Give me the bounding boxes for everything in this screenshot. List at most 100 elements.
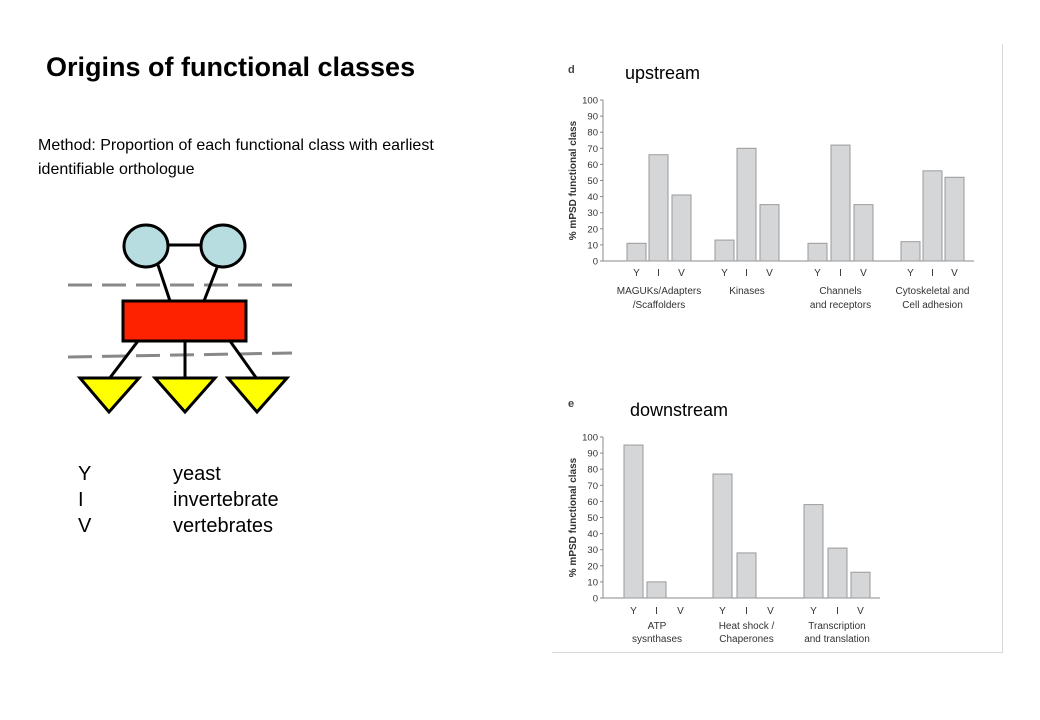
effector-triangle-3 [224, 376, 291, 415]
x-category-label: V [857, 606, 864, 617]
bar [827, 547, 848, 599]
bar [803, 504, 824, 599]
y-tick-label: 30 [587, 208, 598, 219]
group-label: Heat shock / [719, 621, 775, 632]
bar [850, 571, 871, 599]
legend-label: yeast [173, 463, 221, 485]
group-label: and translation [804, 634, 870, 645]
x-category-label: Y [633, 268, 640, 279]
bar [900, 241, 921, 262]
bar [714, 239, 735, 262]
method-text: Method: Proportion of each functional cl… [38, 137, 434, 178]
downstream-label: downstream [630, 400, 729, 420]
y-tick-label: 70 [587, 144, 598, 155]
bar [712, 473, 733, 599]
legend-code: V [78, 515, 92, 537]
bar [736, 552, 757, 599]
bar [807, 242, 828, 262]
y-tick-label: 60 [587, 497, 598, 508]
group-label: MAGUKs/Adapters [617, 286, 701, 297]
y-axis-title: % mPSD functional class [568, 120, 579, 240]
group-label: /Scaffolders [633, 300, 686, 311]
legend-row: I invertebrate [78, 487, 279, 513]
group-label: Chaperones [719, 634, 773, 645]
bar [830, 144, 851, 262]
y-tick-label: 10 [587, 577, 598, 588]
y-tick-label: 20 [587, 224, 598, 235]
panel-letter-e: e [568, 398, 575, 410]
y-tick-label: 90 [587, 112, 598, 123]
link-down-1 [107, 340, 140, 380]
upstream-bar-chart: % mPSD functional class 0 10 20 30 40 50 60 70 80… [568, 96, 974, 311]
x-category-label: V [951, 268, 958, 279]
bar [626, 242, 647, 262]
group-label: Transcription [808, 621, 865, 632]
legend-code: I [78, 489, 84, 511]
downstream-bar-chart: % mPSD functional class01020304050607080… [568, 433, 880, 645]
y-tick-label: 100 [582, 433, 598, 444]
species-legend: Y yeast I invertebrate V vertebrates [78, 461, 279, 539]
y-tick-label: 0 [593, 594, 598, 605]
x-category-label: Y [907, 268, 914, 279]
bar [623, 444, 644, 599]
bar [922, 170, 943, 262]
psd-complex-box [121, 299, 248, 343]
lower-membrane-line [67, 351, 293, 359]
group-label: Cytoskeletal and [896, 286, 970, 297]
bar [736, 147, 757, 262]
y-axis-title: % mPSD functional class [568, 457, 579, 577]
x-category-label: V [860, 268, 867, 279]
y-tick-label: 80 [587, 465, 598, 476]
x-category-label: I [655, 606, 658, 617]
x-category-label: V [766, 268, 773, 279]
y-tick-label: 60 [587, 160, 598, 171]
y-tick-label: 20 [587, 561, 598, 572]
receptor-circle-left [122, 223, 170, 269]
x-category-label: V [767, 606, 774, 617]
link-down-3 [228, 340, 259, 380]
y-tick-label: 70 [587, 481, 598, 492]
legend-label: invertebrate [173, 489, 279, 511]
y-tick-label: 40 [587, 192, 598, 203]
bar [944, 176, 965, 262]
x-category-label: I [931, 268, 934, 279]
group-label: and receptors [810, 300, 871, 311]
x-category-label: Y [810, 606, 817, 617]
y-tick-label: 0 [593, 257, 598, 268]
link-right [202, 264, 220, 302]
x-category-label: Y [721, 268, 728, 279]
x-category-label: I [745, 268, 748, 279]
x-category-label: I [745, 606, 748, 617]
y-tick-label: 100 [582, 96, 598, 107]
x-category-label: V [677, 606, 684, 617]
bar [648, 154, 669, 262]
group-label: sysnthases [632, 634, 682, 645]
bar [646, 581, 667, 599]
y-tick-label: 80 [587, 128, 598, 139]
y-tick-label: 10 [587, 240, 598, 251]
legend-label: vertebrates [173, 515, 274, 537]
bar [759, 204, 780, 262]
x-category-label: I [839, 268, 842, 279]
bar [671, 194, 692, 262]
y-tick-label: 50 [587, 176, 598, 187]
y-tick-label: 90 [587, 449, 598, 460]
legend-row: V vertebrates [78, 513, 279, 539]
effector-triangle-2 [151, 376, 219, 415]
link-left [156, 264, 172, 302]
bar [853, 204, 874, 262]
panel-letter-d: d [568, 64, 575, 76]
legend-row: Y yeast [78, 461, 279, 487]
group-label: ATP [648, 621, 667, 632]
group-label: Kinases [729, 286, 765, 297]
x-category-label: I [657, 268, 660, 279]
x-category-label: Y [719, 606, 726, 617]
effector-triangle-1 [76, 376, 143, 415]
x-category-label: Y [814, 268, 821, 279]
group-label: Channels [819, 286, 861, 297]
x-category-label: V [678, 268, 685, 279]
y-tick-label: 40 [587, 529, 598, 540]
page-title: Origins of functional classes [46, 52, 416, 82]
upstream-label: upstream [625, 63, 701, 83]
y-tick-label: 30 [587, 545, 598, 556]
